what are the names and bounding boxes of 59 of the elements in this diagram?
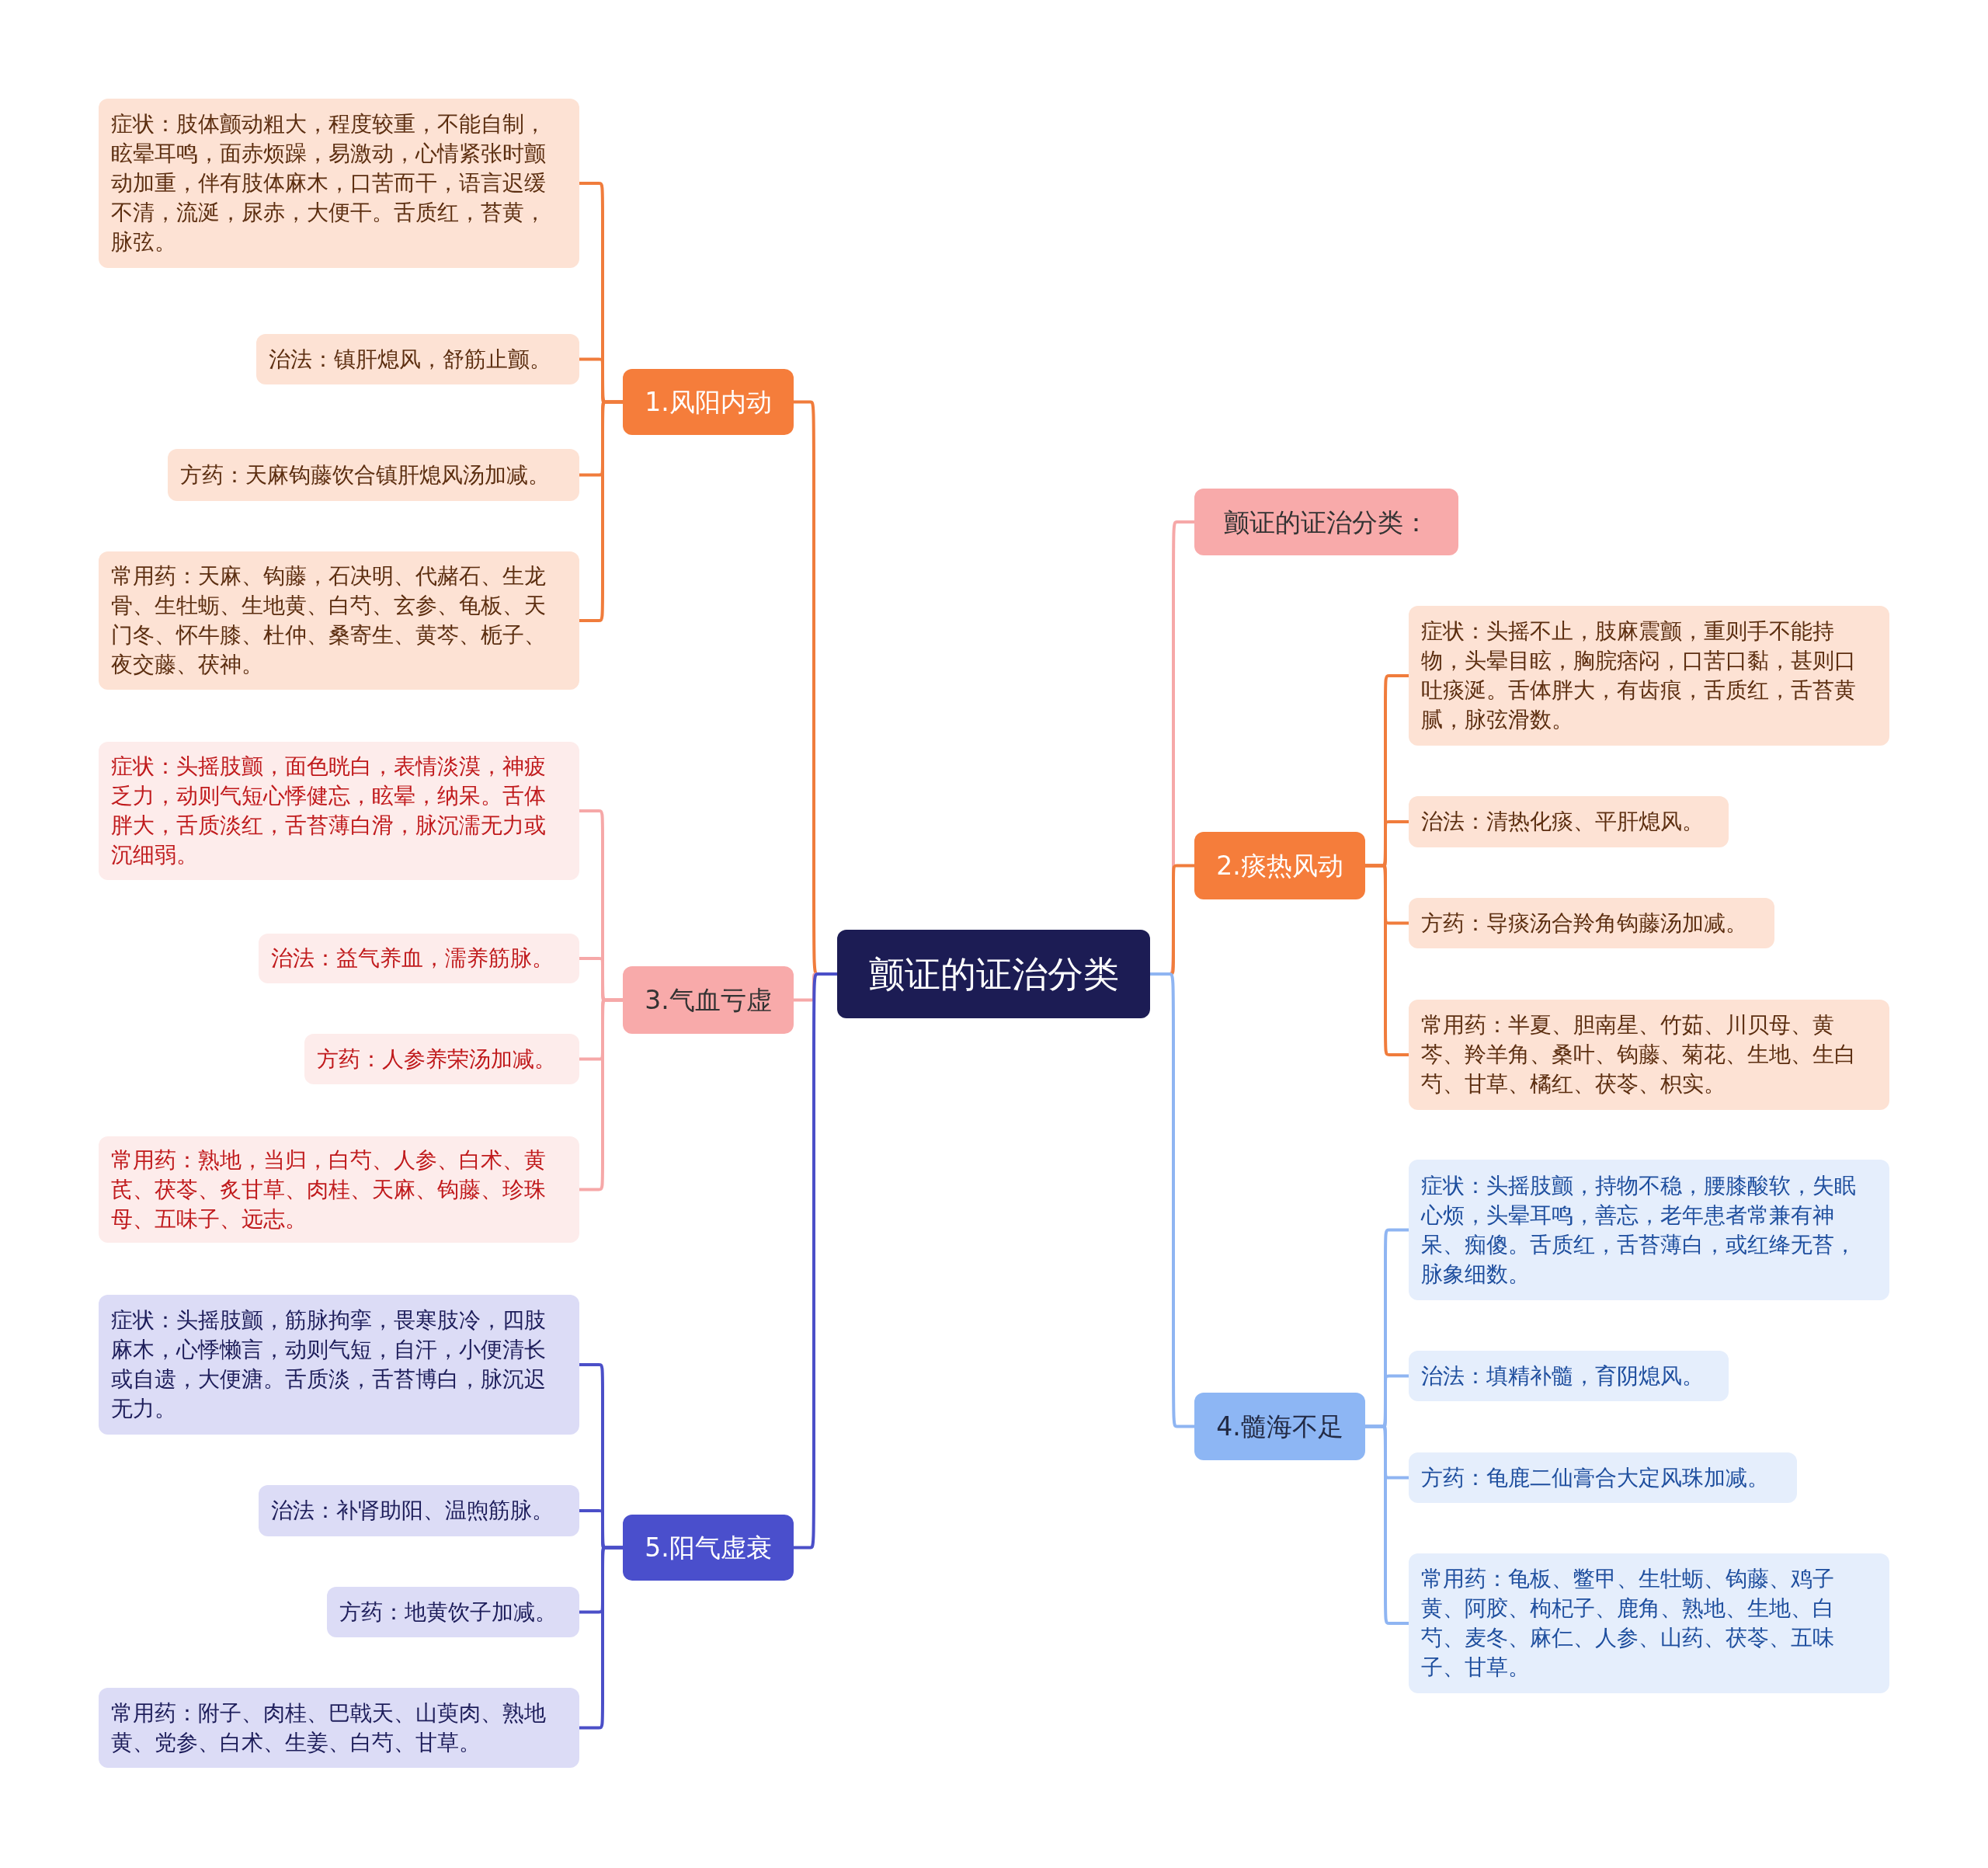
detail-card [1409, 1160, 1889, 1300]
topic-text: 治法：填精补髓，育阴熄风。 [1421, 1362, 1705, 1390]
detail-card [304, 1034, 579, 1084]
detail-card [99, 551, 579, 690]
connector-line [1365, 864, 1409, 1056]
detail-card [1409, 1553, 1889, 1693]
branch-topic [1194, 832, 1365, 899]
detail-card [99, 742, 579, 880]
topic-text: 方药：龟鹿二仙膏合大定风珠加减。 [1421, 1463, 1770, 1492]
detail-card [1409, 898, 1774, 948]
topic-text: 治法：益气养血，濡养筋脉。 [271, 944, 554, 972]
topic-text: 症状：头摇不止，肢麻震颤，重则手不能持物，头晕目眩，胸脘痞闷，口苦口黏，甚则口吐痰涎。舌体胖大，有齿痕，舌质红，舌苔黄腻，脉弦滑数。 [1421, 617, 1857, 734]
branch-topic [1194, 1393, 1365, 1460]
central-topic [837, 930, 1150, 1018]
topic-text: 常用药：天麻、钩藤，石决明、代赭石、生龙骨、生牡蛎、生地黄、白芍、玄参、龟板、天门冬、怀牛膝、杜仲、桑寄生、黄芩、栀子、夜交藤、茯神。 [111, 562, 547, 679]
topic-text: 方药：天麻钩藤饮合镇肝熄风汤加减。 [180, 461, 551, 489]
topic-text: 症状：头摇肢颤，面色晄白，表情淡漠，神疲乏力，动则气短心悸健忘，眩晕，纳呆。舌体胖大，舌质淡红，舌苔薄白滑，脉沉濡无力或沉细弱。 [111, 753, 547, 869]
topic-text: 常用药：熟地，当归，白芍、人参、白术、黄芪、茯苓、炙甘草、肉桂、天麻、钩藤、珍珠母、五味子、远志。 [111, 1146, 547, 1233]
detail-card [327, 1587, 579, 1637]
detail-card [99, 1295, 579, 1435]
detail-card [1409, 1000, 1889, 1110]
detail-card [256, 334, 579, 384]
topic-text: 治法：补肾助阳、温煦筋脉。 [271, 1497, 554, 1525]
topic-text: 常用药：附子、肉桂、巴戟天、山萸肉、熟地黄、党参、白术、生姜、白芍、甘草。 [111, 1699, 547, 1757]
topic-text: 3.气血亏虚 [644, 984, 773, 1017]
topic-text: 4.髓海不足 [1215, 1411, 1344, 1443]
detail-card [259, 934, 579, 983]
topic-text: 方药：地黄饮子加减。 [339, 1598, 558, 1626]
detail-card [259, 1485, 579, 1536]
branch-topic [1194, 489, 1458, 555]
detail-card [99, 99, 579, 268]
topic-text: 1.风阳内动 [644, 386, 773, 419]
topic-text: 颤证的证治分类 [867, 952, 1120, 997]
detail-card [99, 1688, 579, 1768]
topic-text: 治法：清热化痰、平肝熄风。 [1421, 808, 1705, 836]
detail-card [1409, 1351, 1729, 1401]
topic-text: 症状：肢体颤动粗大，程度较重，不能自制，眩晕耳鸣，面赤烦躁，易激动，心情紧张时颤动加重，伴有肢体麻木，口苦而干，语言迟缓不清，流涎，尿赤，大便干。舌质红，苔黄，脉弦。 [111, 110, 547, 256]
detail-card [1409, 796, 1729, 847]
branch-topic [623, 369, 794, 435]
topic-text: 方药：人参养荣汤加减。 [317, 1045, 557, 1073]
connector-line [1150, 972, 1194, 1428]
topic-text: 症状：头摇肢颤，持物不稳，腰膝酸软，失眠心烦，头晕耳鸣，善忘，老年患者常兼有神呆、痴傻。舌质红，舌苔薄白，或红绛无苔，脉象细数。 [1421, 1171, 1857, 1289]
topic-text: 常用药：龟板、鳖甲、生牡蛎、钩藤、鸡子黄、阿胶、枸杞子、鹿角、熟地、生地、白芍、麦冬、麻仁、人参、山药、茯苓、五味子、甘草。 [1421, 1565, 1835, 1682]
topic-text: 2.痰热风动 [1215, 850, 1344, 882]
topic-text: 方药：导痰汤合羚角钩藤汤加减。 [1421, 909, 1748, 937]
detail-card [1409, 1452, 1797, 1503]
topic-text: 常用药：半夏、胆南星、竹茹、川贝母、黄芩、羚羊角、桑叶、钩藤、菊花、生地、生白芍、甘草、橘红、茯苓、枳实。 [1421, 1011, 1857, 1098]
connector-line [579, 1546, 623, 1730]
branch-topic [623, 966, 794, 1034]
topic-text: 颤证的证治分类： [1223, 506, 1430, 539]
detail-card [99, 1136, 579, 1243]
connector-line [794, 972, 837, 1550]
detail-card [1409, 606, 1889, 746]
branch-topic [623, 1515, 794, 1581]
topic-text: 治法：镇肝熄风，舒筋止颤。 [269, 345, 552, 374]
topic-text: 5.阳气虚衰 [644, 1532, 773, 1564]
detail-card [168, 449, 579, 501]
topic-text: 症状：头摇肢颤，筋脉拘挛，畏寒肢冷，四肢麻木，心悸懒言，动则气短，自汗，小便清长或自遗，大便溏。舌质淡，舌苔博白，脉沉迟无力。 [111, 1306, 547, 1423]
connector-line [579, 400, 623, 622]
